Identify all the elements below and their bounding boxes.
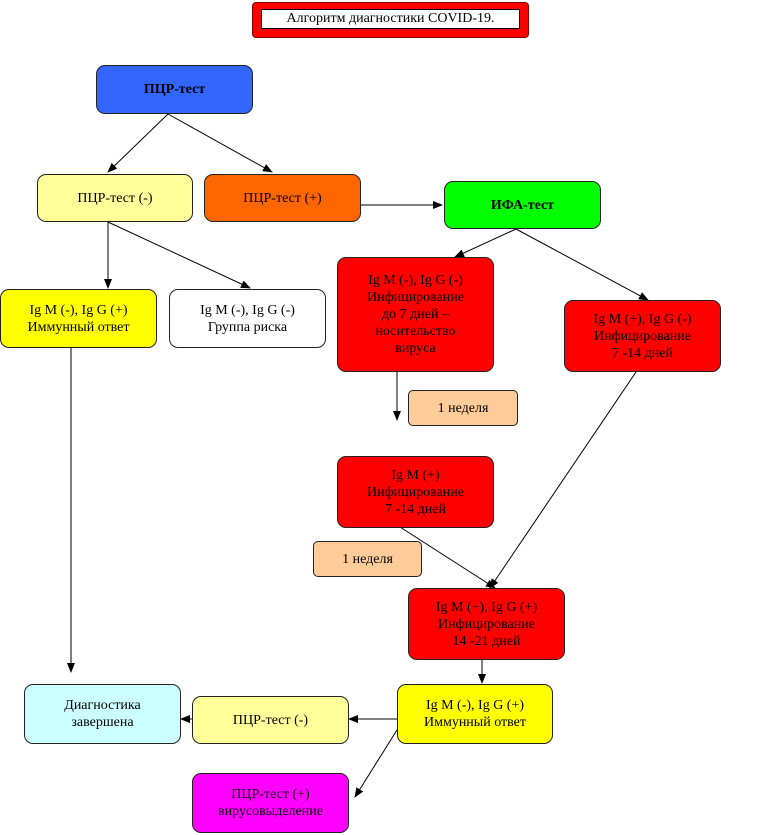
arrow-pcr-to-positive — [167, 113, 273, 173]
pcr-positive-node: ПЦР-тест (+) — [204, 174, 361, 222]
title-frame: Алгоритм диагностики COVID-19. — [252, 2, 529, 38]
arrow-ifa-to-igm-pos-igg-neg — [515, 228, 649, 301]
pcr-negative-final-node: ПЦР-тест (-) — [192, 696, 349, 744]
immune-response-node: Ig M (-), Ig G (+) Иммунный ответ — [0, 289, 157, 348]
pcr-negative-node: ПЦР-тест (-) — [37, 174, 193, 222]
ifa-test-node: ИФА-тест — [444, 181, 601, 229]
igm-pos-igg-pos-node: Ig M (+), Ig G (+) Инфицирование 14 -21 … — [408, 588, 565, 660]
diagram-title: Алгоритм диагностики COVID-19. — [261, 9, 520, 29]
diagnostics-done-node: Диагностика завершена — [24, 684, 181, 744]
arrow-negative-to-risk — [107, 221, 251, 289]
immune-response-final-node: Ig M (-), Ig G (+) Иммунный ответ — [397, 684, 553, 744]
one-week-label-a: 1 неделя — [408, 390, 518, 426]
arrow-pcr-to-negative — [107, 113, 169, 173]
arrow-igm-pos-to-both — [399, 526, 496, 589]
arrow-igm-pos-igg-neg-to-both — [489, 371, 637, 589]
risk-group-node: Ig M (-), Ig G (-) Группа риска — [169, 289, 326, 348]
pcr-test-node: ПЦР-тест — [96, 65, 253, 114]
igm-pos-igg-neg-node: Ig M (+), Ig G (-) Инфицирование 7 -14 д… — [564, 300, 721, 372]
carrier-infection-node: Ig M (-), Ig G (-) Инфицирование до 7 дн… — [337, 257, 494, 372]
igm-pos-node: Ig M (+) Инфицирование 7 -14 дней — [337, 456, 494, 528]
arrow-ifa-to-carrier — [454, 228, 517, 258]
one-week-label-b: 1 неделя — [313, 541, 422, 577]
arrow-final-immune-to-shedding — [354, 729, 398, 798]
pcr-positive-shedding-node: ПЦР-тест (+) вирусовыделение — [192, 773, 349, 833]
